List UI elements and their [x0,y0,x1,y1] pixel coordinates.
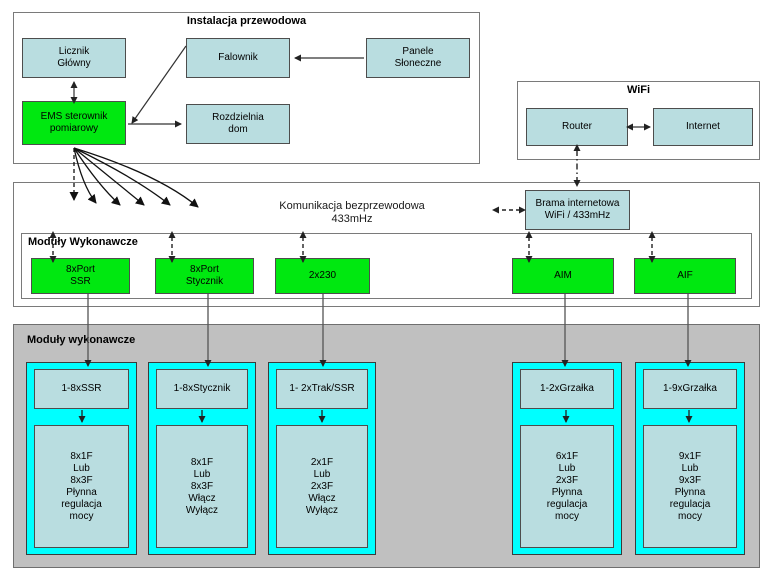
executive-unit-1-body[interactable]: 8x1F Lub 8x3F Płynna regulacja mocy [34,425,129,548]
section-modules-wykonawcze [21,233,752,299]
executive-unit-3-body[interactable]: 2x1F Lub 2x3F Włącz Wyłącz [276,425,368,548]
module-8xport-stycznik[interactable]: 8xPort Stycznik [155,258,254,294]
executive-unit-4-body[interactable]: 6x1F Lub 2x3F Płynna regulacja mocy [520,425,614,548]
executive-unit-2-head[interactable]: 1-8xStycznik [156,369,248,409]
node-brama-internetowa[interactable]: Brama internetowa WiFi / 433mHz [525,190,630,230]
executive-unit-3-head[interactable]: 1- 2xTrak/SSR [276,369,368,409]
node-falownik[interactable]: Falownik [186,38,290,78]
node-internet[interactable]: Internet [653,108,753,146]
node-panele-sloneczne[interactable]: Panele Słoneczne [366,38,470,78]
module-aif[interactable]: AIF [634,258,736,294]
module-8xport-ssr[interactable]: 8xPort SSR [31,258,130,294]
node-router[interactable]: Router [526,108,628,146]
wireless-communication-label: Komunikacja bezprzewodowa 433mHz [279,200,425,225]
node-licznik-glowny[interactable]: Licznik Główny [22,38,126,78]
node-ems-sterownik-pomiarowy[interactable]: EMS sterownik pomiarowy [22,101,126,145]
executive-unit-4-head[interactable]: 1-2xGrzałka [520,369,614,409]
section-modules-wykonawcze-title: Moduły Wykonawcze [28,236,138,248]
module-2x230[interactable]: 2x230 [275,258,370,294]
section-executive-modules-title: Moduły wykonawcze [27,334,136,346]
executive-unit-5-body[interactable]: 9x1F Lub 9x3F Płynna regulacja mocy [643,425,737,548]
module-aim[interactable]: AIM [512,258,614,294]
executive-unit-5-head[interactable]: 1-9xGrzałka [643,369,737,409]
executive-unit-2-body[interactable]: 8x1F Lub 8x3F Włącz Wyłącz [156,425,248,548]
section-wifi-title: WiFi [626,84,651,96]
section-wired-title: Instalacja przewodowa [186,15,307,27]
node-rozdzielnia-dom[interactable]: Rozdzielnia dom [186,104,290,144]
executive-unit-1-head[interactable]: 1-8xSSR [34,369,129,409]
